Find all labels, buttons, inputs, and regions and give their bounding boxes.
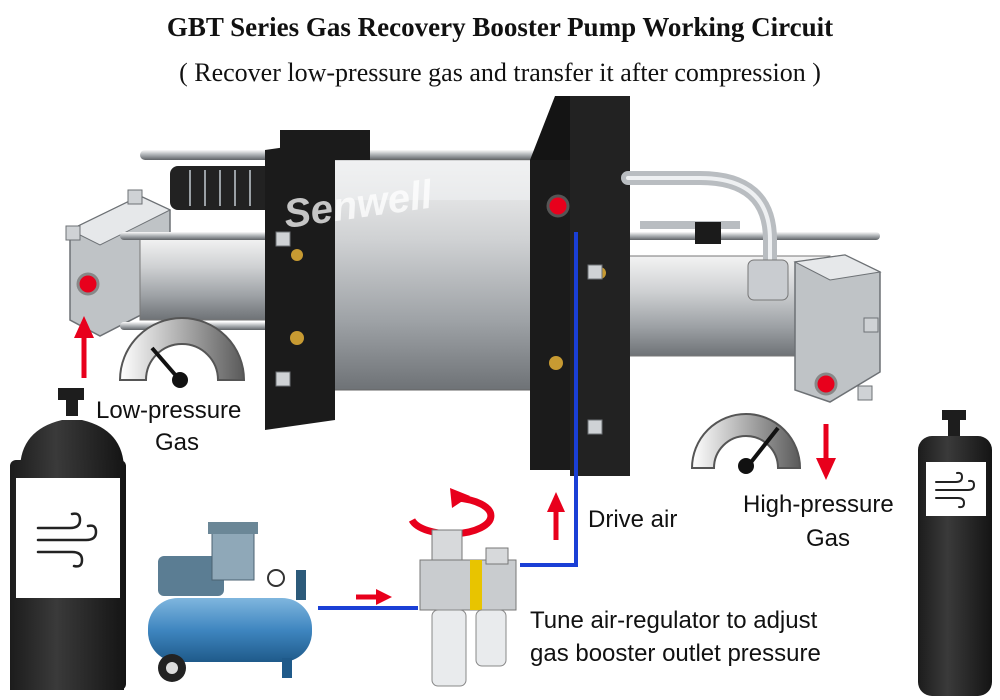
low-pressure-label-line1: Low-pressure: [96, 397, 242, 424]
high-pressure-label-line2: Gas: [806, 525, 851, 552]
low-pressure-gauge-icon: [118, 317, 246, 388]
low-pressure-gas-bottle: [10, 388, 126, 690]
muffler: [170, 166, 275, 210]
left-mount-bracket: [265, 140, 335, 430]
high-pressure-gauge-icon: [690, 413, 802, 474]
diagram-title: GBT Series Gas Recovery Booster Pump Wor…: [166, 12, 834, 42]
gas-booster-pump: [65, 96, 882, 476]
low-pressure-label-line2: Gas: [155, 429, 200, 456]
tune-instruction-line2: gas booster outlet pressure: [530, 640, 821, 667]
diagram-subtitle: ( Recover low-pressure gas and transfer …: [179, 58, 821, 87]
arrows: [74, 316, 836, 605]
wind-icon: [36, 512, 98, 568]
drive-air-inlet-port: [546, 194, 570, 218]
high-pressure-label-line1: High-pressure: [743, 491, 894, 518]
high-pressure-outlet-port: [814, 372, 838, 396]
drive-air-line: [318, 232, 578, 610]
tune-instruction-line1: Tune air-regulator to adjust: [530, 607, 818, 634]
low-pressure-inlet-port: [76, 272, 100, 296]
air-filter-regulator: [419, 529, 517, 687]
wind-icon: [935, 471, 976, 509]
drive-air-label: Drive air: [588, 506, 678, 533]
left-small-cylinder: [139, 237, 281, 321]
high-pressure-gas-bottle: [918, 410, 992, 696]
compressor-gauge-icon: [267, 569, 285, 587]
air-compressor: [148, 522, 312, 682]
